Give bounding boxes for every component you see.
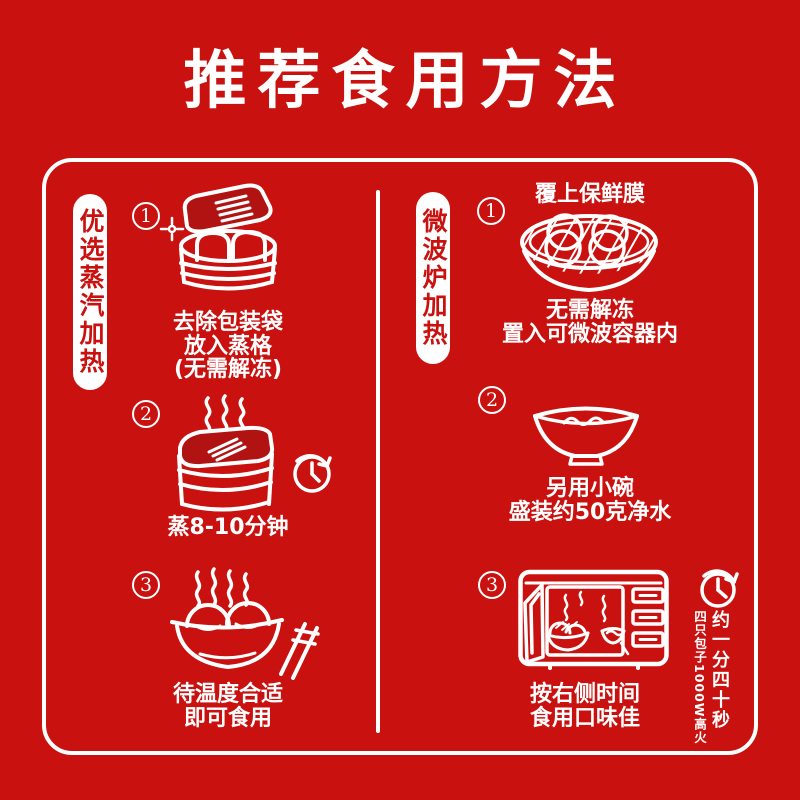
water-bowl-icon xyxy=(528,398,644,470)
plate-with-wrap-icon xyxy=(516,206,662,298)
caption-line: 置入可微波容器内 xyxy=(501,321,678,347)
sparkle-icon xyxy=(159,216,185,242)
step-badge-right-2: 2 xyxy=(478,386,506,414)
page-title: 推荐食用方法 xyxy=(183,43,628,117)
timer-clock-icon xyxy=(697,565,743,611)
bun-plate xyxy=(546,621,590,652)
step-number: 1 xyxy=(484,200,498,222)
step-caption-right-2: 另用小碗 盛装约50克净水 xyxy=(498,477,682,524)
control-panel xyxy=(631,587,665,648)
caption-line: 放入蒸格 xyxy=(183,333,272,359)
step-caption-left-2: 蒸8-10分钟 xyxy=(145,516,311,540)
step-badge-right-3: 3 xyxy=(478,571,506,599)
water-wave xyxy=(562,416,605,426)
lid-hatch xyxy=(207,437,247,462)
steam-heating-label: 优选蒸汽加热 xyxy=(76,208,105,376)
caption-line: 盛装约50克净水 xyxy=(508,499,672,525)
timer-clock-icon xyxy=(293,453,332,493)
note-line: 约一分四十秒 xyxy=(709,610,730,730)
chopsticks-icon xyxy=(279,622,320,680)
steamer-open-icon xyxy=(158,176,284,302)
caption-line: 按右侧时间 xyxy=(529,682,640,707)
bowl-with-buns-icon xyxy=(168,566,322,684)
caption-line: 另用小碗 xyxy=(545,476,634,501)
step-number: 3 xyxy=(139,574,153,596)
note-line: 四只包子1000W高火 xyxy=(692,610,707,745)
content-panel-border xyxy=(42,158,758,755)
step-badge-left-1: 1 xyxy=(132,202,160,230)
steam-icon xyxy=(194,567,250,608)
steamer-closed-icon xyxy=(165,392,337,522)
steam-heating-label-pill: 优选蒸汽加热 xyxy=(73,194,107,390)
caption-line: 蒸8-10分钟 xyxy=(167,515,289,540)
step-number: 1 xyxy=(139,205,153,227)
step-caption-right-3: 按右侧时间 食用口味佳 xyxy=(503,683,667,730)
step-number: 2 xyxy=(485,389,499,411)
steam-icon xyxy=(563,590,607,623)
sauce-bowl xyxy=(600,627,630,656)
step-caption-right-1: 无需解冻 置入可微波容器内 xyxy=(498,299,682,346)
caption-line: 覆上保鲜膜 xyxy=(534,182,645,207)
step-number: 3 xyxy=(485,574,499,596)
caption-line: 待温度合适 xyxy=(172,682,283,707)
caption-line: 无需解冻 xyxy=(545,298,634,323)
caption-line: 去除包装袋 xyxy=(172,310,283,335)
microwave-time-note: 约一分四十秒 四只包子1000W高火 xyxy=(690,610,730,760)
microwave-icon xyxy=(518,569,670,671)
caption-line: 食用口味佳 xyxy=(529,705,640,731)
step-badge-right-1: 1 xyxy=(477,197,505,225)
step-badge-left-3: 3 xyxy=(132,571,160,599)
step-badge-left-2: 2 xyxy=(132,400,160,428)
caption-line: (无需解冻) xyxy=(173,357,283,382)
step-heading-right-1: 覆上保鲜膜 xyxy=(508,183,672,207)
open-door xyxy=(523,583,545,664)
column-divider xyxy=(376,190,380,733)
lid-hatch xyxy=(214,194,254,223)
step-caption-left-3: 待温度合适 即可食用 xyxy=(147,683,309,730)
step-number: 2 xyxy=(139,403,153,425)
caption-line: 即可食用 xyxy=(183,705,272,731)
step-caption-left-1: 去除包装袋 放入蒸格 (无需解冻) xyxy=(147,311,309,382)
microwave-heating-label-pill: 微波炉加热 xyxy=(416,192,450,364)
microwave-heating-label: 微波炉加热 xyxy=(419,208,448,348)
